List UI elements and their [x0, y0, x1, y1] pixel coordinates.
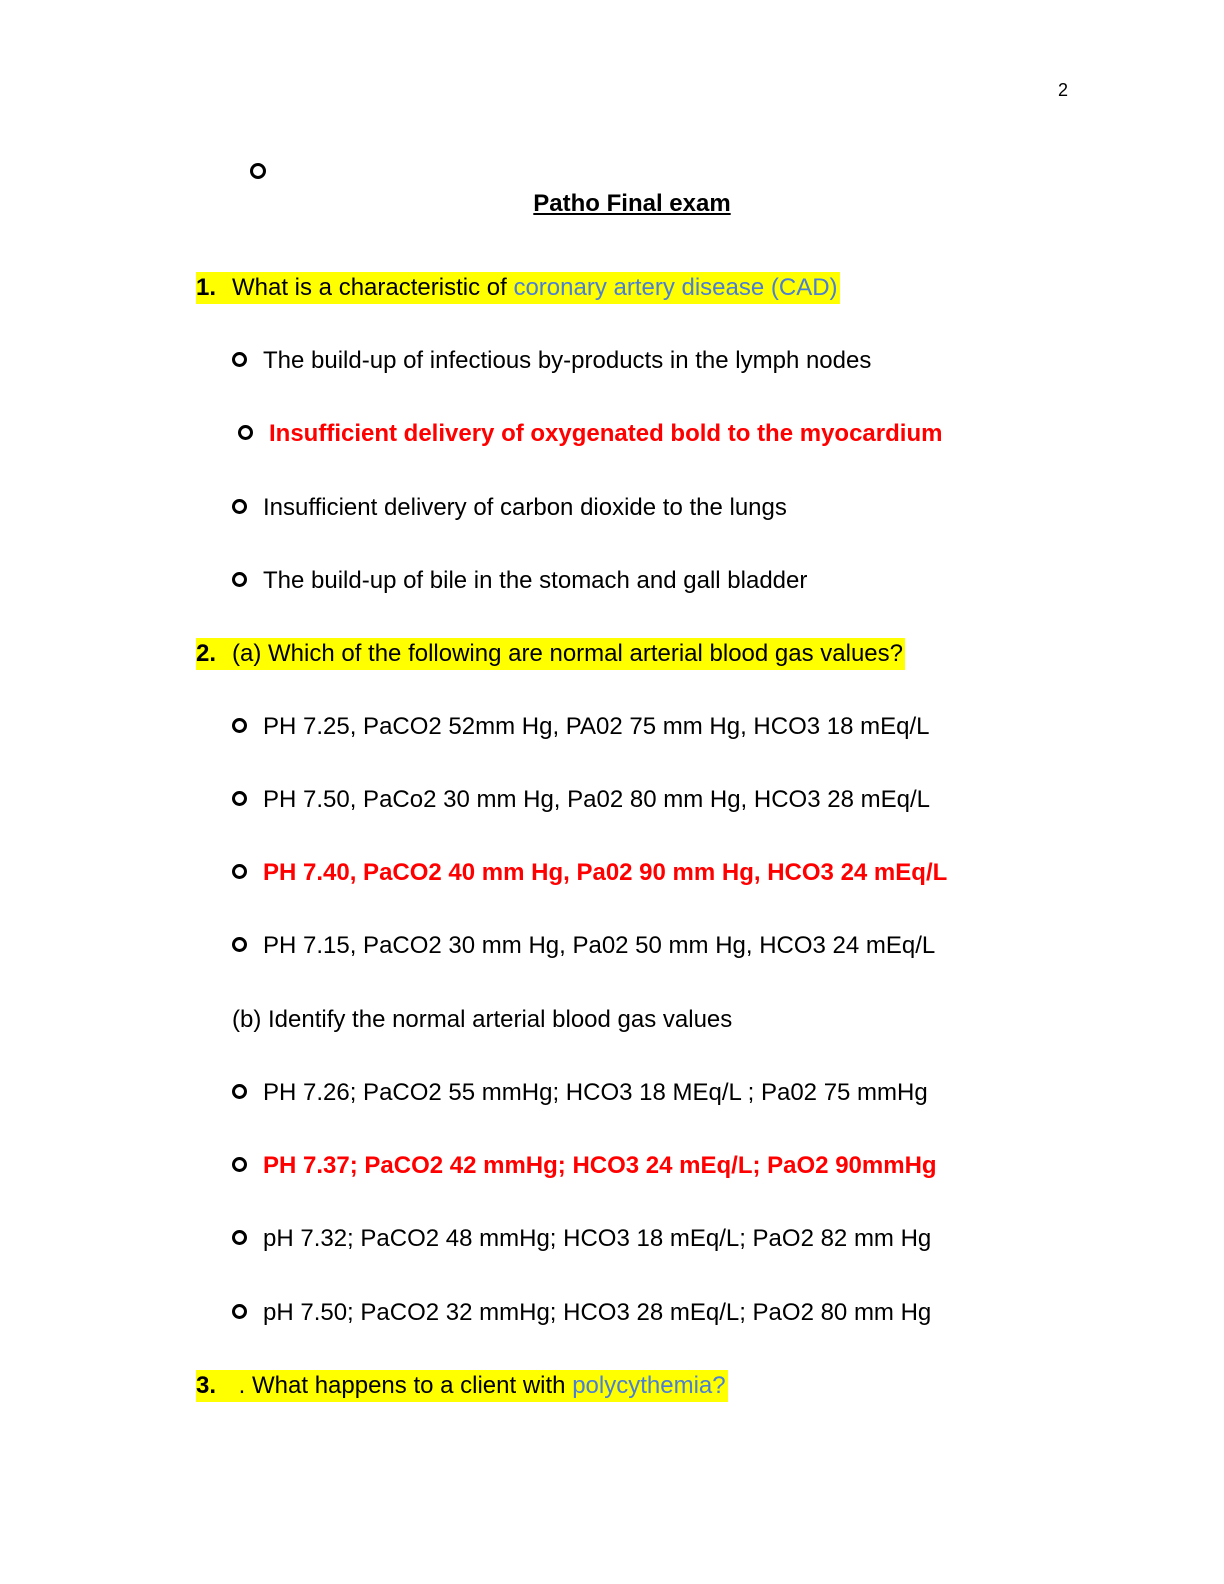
document-title: Patho Final exam — [533, 190, 731, 217]
bullet-icon — [238, 425, 253, 441]
question-term: polycythemia? — [572, 1372, 726, 1399]
q2a-option-a: PH 7.25, PaCO2 52mm Hg, PA02 75 mm Hg, H… — [232, 711, 930, 743]
option-text: PH 7.25, PaCO2 52mm Hg, PA02 75 mm Hg, H… — [263, 713, 930, 740]
question-text: What is a characteristic of — [232, 274, 514, 301]
q2b-option-c: pH 7.32; PaCO2 48 mmHg; HCO3 18 mEq/L; P… — [232, 1223, 931, 1255]
option-text: Insufficient delivery of oxygenated bold… — [269, 420, 943, 447]
bullet-icon — [232, 1230, 247, 1246]
bullet-icon — [232, 1084, 247, 1100]
option-text: PH 7.15, PaCO2 30 mm Hg, Pa02 50 mm Hg, … — [263, 932, 936, 959]
bullet-icon — [232, 352, 247, 368]
question-term: coronary artery disease (CAD) — [513, 274, 838, 301]
bullet-icon — [232, 572, 247, 588]
q2-sub-b: (b) Identify the normal arterial blood g… — [232, 1006, 733, 1033]
bullet-icon — [232, 864, 247, 880]
q2a-option-d: PH 7.15, PaCO2 30 mm Hg, Pa02 50 mm Hg, … — [232, 930, 935, 962]
option-text: PH 7.50, PaCo2 30 mm Hg, Pa02 80 mm Hg, … — [263, 786, 930, 813]
bullet-icon — [232, 937, 247, 953]
q2b-option-a: PH 7.26; PaCO2 55 mmHg; HCO3 18 MEq/L ; … — [232, 1077, 928, 1109]
q2a-option-b: PH 7.50, PaCo2 30 mm Hg, Pa02 80 mm Hg, … — [232, 784, 930, 816]
q1-option-a: The build-up of infectious by-products i… — [232, 345, 871, 377]
option-text: pH 7.50; PaCO2 32 mmHg; HCO3 28 mEq/L; P… — [263, 1299, 932, 1326]
question-number: 2. — [196, 640, 217, 667]
q2b-option-b: PH 7.37; PaCO2 42 mmHg; HCO3 24 mEq/L; P… — [232, 1150, 937, 1182]
question-text: (a) Which of the following are normal ar… — [232, 640, 904, 667]
option-text: pH 7.32; PaCO2 48 mmHg; HCO3 18 mEq/L; P… — [263, 1225, 932, 1252]
q1-option-c: Insufficient delivery of carbon dioxide … — [232, 492, 787, 524]
bullet-icon — [232, 1157, 247, 1173]
question-number: 3. — [196, 1372, 217, 1399]
stray-bullet-icon — [250, 163, 266, 179]
q2b-option-d: pH 7.50; PaCO2 32 mmHg; HCO3 28 mEq/L; P… — [232, 1297, 931, 1329]
option-text: The build-up of infectious by-products i… — [263, 347, 872, 374]
bullet-icon — [232, 791, 247, 807]
question-2: 2. (a) Which of the following are normal … — [196, 638, 906, 670]
option-text: PH 7.40, PaCO2 40 mm Hg, Pa02 90 mm Hg, … — [263, 859, 948, 886]
option-text: PH 7.26; PaCO2 55 mmHg; HCO3 18 MEq/L ; … — [263, 1079, 928, 1106]
q1-option-b: Insufficient delivery of oxygenated bold… — [238, 418, 942, 450]
page-number: 2 — [1058, 80, 1069, 100]
option-text: Insufficient delivery of carbon dioxide … — [263, 494, 787, 521]
question-number: 1. — [196, 274, 217, 301]
bullet-icon — [232, 499, 247, 515]
option-text: The build-up of bile in the stomach and … — [263, 567, 808, 594]
option-text: PH 7.37; PaCO2 42 mmHg; HCO3 24 mEq/L; P… — [263, 1152, 937, 1179]
bullet-icon — [232, 1304, 247, 1320]
bullet-icon — [232, 718, 247, 734]
question-1: 1. What is a characteristic of coronary a… — [196, 272, 840, 304]
q2a-option-c: PH 7.40, PaCO2 40 mm Hg, Pa02 90 mm Hg, … — [232, 857, 947, 889]
q1-option-d: The build-up of bile in the stomach and … — [232, 565, 807, 597]
question-3: 3. . What happens to a client with polyc… — [196, 1370, 728, 1402]
question-text: . What happens to a client with — [232, 1372, 573, 1399]
